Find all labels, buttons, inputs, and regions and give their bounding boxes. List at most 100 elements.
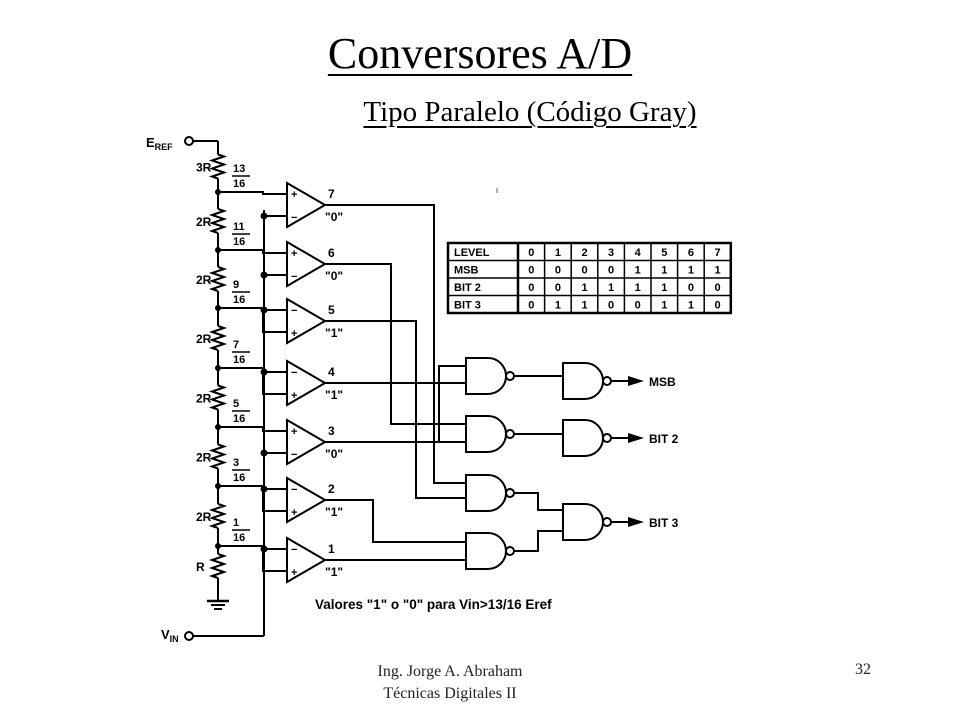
table-cell: 0: [555, 265, 561, 277]
table-cell: 1: [635, 282, 641, 294]
table-cell: 1: [608, 282, 614, 294]
resistor-label-6: 2R: [196, 451, 212, 465]
comparator-5: −+5"1": [218, 297, 343, 345]
comparator-3-bottom-sign: −: [291, 449, 297, 461]
comparator-6-top-sign: +: [291, 248, 297, 260]
nand-gate-msb: [562, 362, 612, 400]
comparator-1-number: 1: [328, 542, 335, 556]
comparator-3-number: 3: [328, 424, 335, 438]
table-row-header: MSB: [454, 265, 479, 277]
tap-numerator-4: 7: [233, 339, 239, 351]
comparator-to-gate-wires: [325, 204, 466, 561]
tap-numerator-5: 5: [233, 398, 239, 410]
output-bit3-label: BIT 3: [649, 516, 679, 530]
tap-denominator-4: 16: [233, 354, 245, 366]
table-cell: 0: [528, 247, 534, 259]
comparator-1-bottom-sign: +: [291, 567, 297, 579]
table-cell: 1: [581, 282, 587, 294]
table-cell: 4: [635, 247, 642, 259]
vin-label: VIN: [161, 627, 179, 644]
comparator-7-number: 7: [328, 187, 335, 201]
table-cell: 0: [714, 282, 720, 294]
nand-gate-bit3: [562, 503, 612, 541]
table-cell: 0: [714, 300, 720, 312]
resistor-label-4: 2R: [196, 332, 212, 346]
vin-terminal: [184, 631, 194, 641]
resistor-5: [208, 384, 228, 411]
table-cell: 0: [635, 300, 641, 312]
resistor-label-2: 2R: [196, 215, 212, 229]
output-msb-label: MSB: [649, 375, 676, 389]
output-arrows: [611, 376, 644, 527]
table-cell: 2: [581, 247, 587, 259]
nand-gate-b: [465, 415, 515, 453]
tap-numerator-6: 3: [233, 457, 239, 469]
table-cell: 1: [661, 265, 667, 277]
table-cell: 3: [608, 247, 614, 259]
slide-subtitle: Tipo Paralelo (Código Gray): [363, 96, 697, 128]
resistor-label-5: 2R: [196, 392, 212, 406]
comparator-7-bottom-sign: −: [291, 212, 297, 224]
tap-denominator-2: 16: [233, 236, 245, 248]
table-cell: 1: [635, 265, 641, 277]
tap-numerator-3: 9: [233, 279, 239, 291]
footer-author: Ing. Jorge A. Abraham: [377, 663, 523, 680]
resistor-7: [208, 503, 228, 529]
comparator-2-bottom-sign: +: [291, 507, 297, 519]
tap-denominator-3: 16: [233, 294, 245, 306]
footer-course: Técnicas Digitales II: [383, 685, 517, 702]
comparator-5-number: 5: [328, 303, 335, 317]
comparator-2-state: "1": [325, 505, 343, 519]
table-row-header: BIT 3: [454, 300, 481, 312]
table-cell: 1: [555, 247, 561, 259]
table-cell: 0: [688, 282, 694, 294]
comparator-7-state: "0": [325, 210, 343, 224]
comparator-1: −+1"1": [218, 536, 343, 584]
tap-denominator-6: 16: [233, 472, 245, 484]
comparator-6-state: "0": [325, 269, 343, 283]
comparator-4-state: "1": [325, 388, 343, 402]
comparator-bank: +−7"0"+−6"0"−+5"1"−+4"1"+−3"0"−+2"1"−+1"…: [218, 181, 343, 584]
resistor-1: [208, 153, 228, 180]
table-cell: 1: [688, 300, 694, 312]
nand-gate-array: [465, 357, 612, 570]
table-cell: 0: [528, 282, 534, 294]
table-cell: 0: [608, 265, 614, 277]
comparator-2-top-sign: −: [291, 484, 297, 496]
nand-gate-c: [465, 474, 515, 512]
nand-gate-bit2: [562, 419, 612, 457]
table-cell: 6: [688, 247, 694, 259]
resistor-label-8: R: [196, 560, 205, 574]
comparator-2-number: 2: [328, 482, 335, 496]
table-cell: 1: [714, 265, 720, 277]
comparator-3-top-sign: +: [291, 426, 297, 438]
table-row-header: BIT 2: [454, 282, 481, 294]
table-cell: 7: [714, 247, 720, 259]
table-row-header: LEVEL: [454, 247, 490, 259]
table-cell: 1: [581, 300, 587, 312]
comparator-1-top-sign: −: [291, 544, 297, 556]
eref-label: EREF: [146, 135, 173, 152]
comparator-4-bottom-sign: +: [291, 390, 297, 402]
ground-symbol: [207, 586, 229, 610]
nand-gate-d: [465, 532, 515, 570]
table-cell: 1: [661, 282, 667, 294]
tap-denominator-5: 16: [233, 413, 245, 425]
comparator-6: +−6"0": [218, 240, 343, 288]
tap-denominator-7: 16: [233, 532, 245, 544]
resistor-label-7: 2R: [196, 510, 212, 524]
comparator-4-top-sign: −: [291, 367, 297, 379]
page-number: 32: [855, 661, 871, 678]
footer: Ing. Jorge A. Abraham Técnicas Digitales…: [300, 661, 600, 705]
tap-numerator-7: 1: [233, 517, 239, 529]
condition-note: Valores "1" o "0" para Vin>13/16 Eref: [315, 597, 552, 612]
comparator-7-top-sign: +: [291, 189, 297, 201]
resistor-6: [208, 443, 228, 470]
comparator-6-number: 6: [328, 246, 335, 260]
comparator-2: − +2 "1": [218, 476, 343, 524]
gate-interconnect-wires: [513, 368, 564, 552]
slide-title: Conversores A/D: [327, 29, 633, 78]
